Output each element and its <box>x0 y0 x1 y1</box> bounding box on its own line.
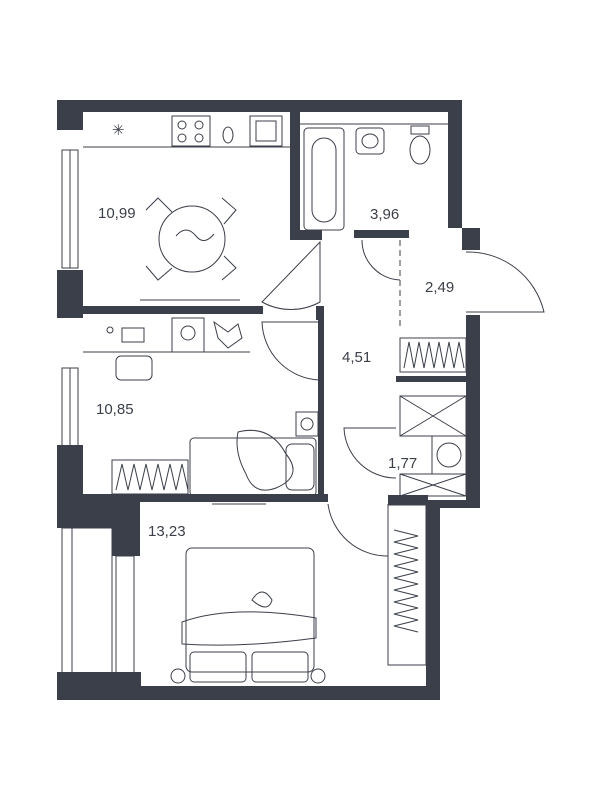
bedroom-furniture <box>170 503 427 684</box>
bathroom-furniture <box>300 123 448 231</box>
svg-text:✳: ✳ <box>112 122 125 139</box>
study-furniture <box>83 317 319 497</box>
wc-area-label: 1,77 <box>388 455 417 472</box>
kitchen-furniture: ✳ <box>83 115 290 301</box>
hall-area-label: 2,49 <box>425 279 454 296</box>
walls <box>57 100 480 700</box>
kitchen-area-label: 10,99 <box>98 205 136 222</box>
bathroom-area-label: 3,96 <box>370 206 399 223</box>
corridor-area-label: 4,51 <box>342 349 371 366</box>
bedroom-area-label: 13,23 <box>148 523 186 540</box>
doors <box>261 239 545 557</box>
study-room-area-label: 10,85 <box>96 401 134 418</box>
windows <box>61 149 135 674</box>
wc-furniture <box>399 337 467 497</box>
